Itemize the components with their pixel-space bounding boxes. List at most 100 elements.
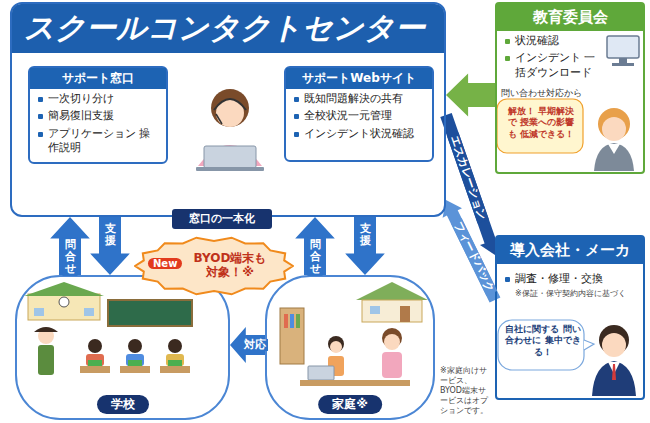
school-building-part — [84, 308, 94, 316]
family-illustration-part — [328, 336, 344, 352]
house-illustration-part — [362, 300, 422, 322]
classroom-illustration-part — [160, 366, 190, 373]
bullet-item: インシデント 一括ダウンロード — [503, 51, 605, 80]
school-building-part — [28, 294, 100, 320]
block-arrow — [90, 217, 130, 275]
family-illustration-part — [382, 352, 402, 378]
classroom-illustration-part — [88, 360, 102, 366]
company-person — [592, 325, 636, 396]
monitor-icon-part — [607, 36, 639, 58]
arrow-label: フィードバック — [450, 217, 496, 295]
arrow-label: エスカレーション — [447, 133, 489, 224]
family-illustration-part — [280, 308, 304, 364]
classroom-illustration-part — [88, 339, 102, 353]
speech-text: 問い合わせ対応から — [501, 88, 593, 99]
board-person — [594, 108, 634, 171]
classroom-illustration-part — [86, 354, 104, 366]
family-illustration-part — [296, 314, 300, 328]
monitor-icon-part — [619, 58, 627, 63]
classroom-illustration-part — [128, 339, 142, 353]
region-label: 学校 — [97, 395, 149, 414]
company-person-part — [592, 361, 636, 396]
classroom-illustration-part — [120, 366, 150, 373]
bullet-item: 全校状況一元管理 — [292, 109, 426, 123]
arrow-label: 問合せ — [63, 238, 78, 276]
classroom-illustration-part — [168, 360, 182, 366]
family-illustration-part — [300, 380, 410, 386]
box-header: サポート窓口 — [30, 68, 166, 89]
house-illustration — [356, 282, 428, 322]
operator-illustration-part — [211, 89, 249, 127]
classroom-illustration-part — [34, 327, 58, 332]
operator-illustration-part — [204, 146, 256, 168]
operator-illustration-part — [196, 167, 264, 171]
footnote: ※家庭向けサービス、BYOD端末サービスはオプションです。 — [440, 366, 492, 416]
note-text: ※保証・保守契約内容に基づく — [515, 288, 637, 299]
monitor-icon-part — [612, 63, 634, 66]
school-building — [24, 282, 104, 320]
arrow-label: 対応 — [242, 339, 268, 351]
classroom-illustration-part — [80, 366, 110, 373]
family-illustration-part — [284, 314, 288, 328]
bullet-item: 一次切り分け — [36, 92, 160, 106]
company-speech-bubble — [498, 320, 594, 370]
contact-center-box: スクールコンタクトセンターサポート窓口一次切り分け簡易復旧支援アプリケーション … — [10, 2, 446, 217]
classroom-illustration-part — [166, 354, 184, 366]
burst-star — [135, 238, 293, 295]
classroom-illustration-part — [128, 360, 142, 366]
byod-burst: New BYOD端末も 対象！※ — [134, 236, 294, 296]
company-person-part — [612, 364, 616, 380]
classroom-illustration-part — [126, 354, 144, 366]
speech-text: 解放！ 早期解決で 授業への影響も 低減できる！ — [504, 106, 578, 140]
board-person-part — [608, 144, 620, 154]
house-illustration-part — [370, 306, 380, 314]
classroom-illustration-part — [38, 345, 54, 375]
burst-text: BYOD端末も 対象！※ — [188, 252, 272, 280]
company-speech-bubble-part — [498, 320, 584, 370]
bullet-item: アプリケーション 操作説明 — [36, 127, 160, 156]
classroom-illustration — [34, 300, 192, 375]
block-arrow — [446, 73, 495, 116]
box-header: 導入会社・メーカ — [497, 237, 643, 264]
family-illustration-part — [308, 366, 334, 380]
center-title: スクールコンタクトセンター — [12, 4, 444, 53]
new-badge: New — [148, 258, 182, 269]
support-desk-box: サポート窓口一次切り分け簡易復旧支援アプリケーション 操作説明 — [28, 66, 168, 164]
tab-label: 窓口の一本化 — [172, 209, 272, 228]
family-illustration — [280, 308, 410, 386]
arrow-label: 支援 — [103, 222, 118, 248]
arrow-label: 問合せ — [308, 238, 323, 276]
classroom-illustration-part — [108, 300, 192, 326]
school-building-part — [59, 297, 69, 307]
bullet-item: インシデント状況確認 — [292, 127, 426, 141]
support-web-box: サポートWebサイト既知問題解決の共有全校状況一元管理インシデント状況確認 — [284, 66, 434, 162]
block-arrow — [50, 217, 90, 275]
company-person-part — [602, 333, 626, 357]
home-region: 家庭※ — [265, 275, 435, 420]
block-arrow — [295, 217, 335, 275]
operator-illustration-part — [216, 114, 222, 124]
arrow-label: 支援 — [358, 222, 373, 248]
bullet-item: 状況確認 — [503, 34, 605, 48]
school-building-part — [34, 308, 44, 316]
board-box: 教育委員会状況確認インシデント 一括ダウンロード問い合わせ対応から解放！ 早期解… — [495, 2, 645, 174]
board-speech-burst — [497, 99, 583, 153]
block-arrow — [440, 113, 500, 255]
operator-illustration-part — [214, 99, 246, 110]
bullet-item: 調査・修理・交換 — [503, 272, 637, 286]
box-header: 教育委員会 — [497, 4, 643, 31]
operator-illustration-part — [222, 131, 238, 140]
monitor-icon — [607, 36, 639, 66]
classroom-illustration-part — [168, 339, 182, 353]
vendor-box: 導入会社・メーカ調査・修理・交換※保証・保守契約内容に基づく自社に関する 問い合… — [495, 235, 645, 400]
house-illustration-part — [356, 282, 428, 300]
block-arrow — [345, 217, 385, 275]
block-arrow — [443, 200, 501, 303]
family-illustration-part — [330, 341, 342, 353]
bullet-item: 簡易復旧支援 — [36, 109, 160, 123]
box-header: サポートWebサイト — [286, 68, 432, 89]
board-person-part — [598, 108, 630, 140]
family-illustration-part — [384, 334, 400, 350]
school-region: 学校 — [15, 275, 230, 420]
